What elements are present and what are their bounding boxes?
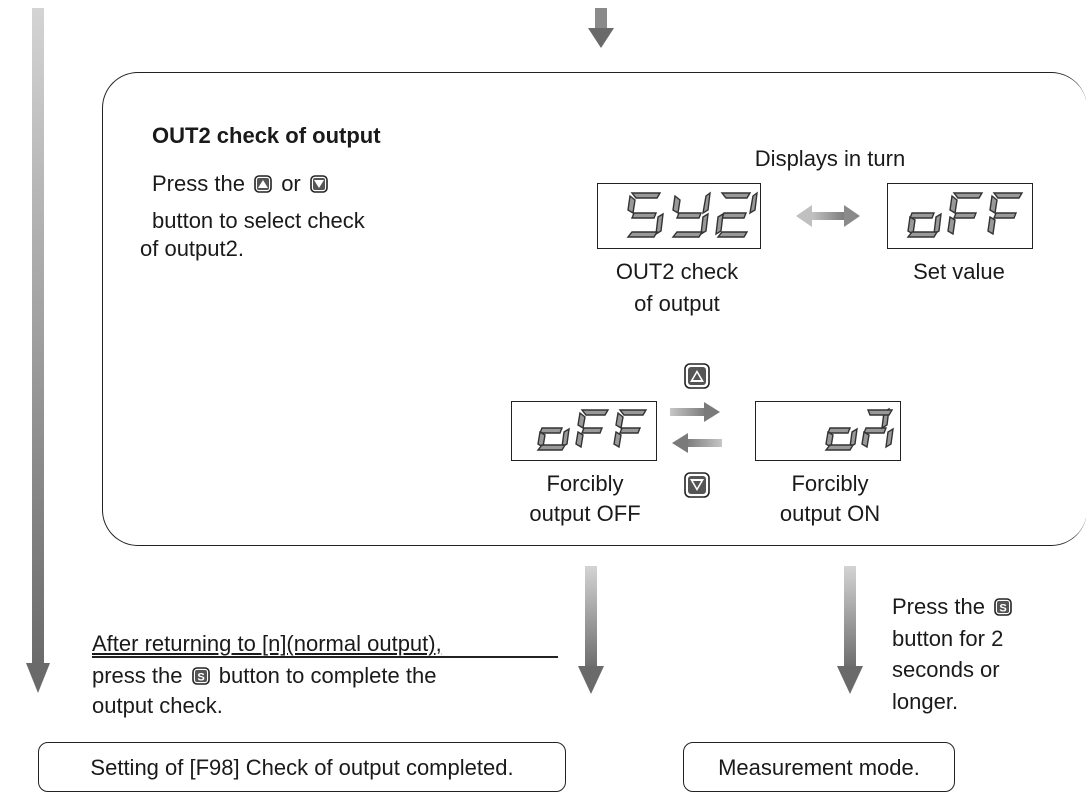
note-press-line: press the S button to complete the [92, 662, 436, 689]
up-button-icon [684, 363, 710, 389]
panel-instruction-line-2: button to select check [152, 208, 365, 233]
display-param-code [597, 183, 761, 249]
display-forced-off [511, 401, 657, 461]
svg-text:S: S [999, 603, 1006, 615]
flow-arrow-top [588, 8, 614, 48]
box-measurement-mode: Measurement mode. [683, 742, 955, 792]
instruction-text-or: or [281, 171, 301, 196]
out2-check-panel [102, 72, 1086, 546]
panel-instruction-line-3: of output2. [140, 236, 244, 261]
alternating-arrow [796, 205, 860, 227]
note-output-check: output check. [92, 693, 223, 718]
box-check-completed: Setting of [F98] Check of output complet… [38, 742, 566, 792]
s-button-icon: S [191, 667, 210, 685]
note-underline-bar [92, 656, 558, 658]
switch-on-arrow [670, 402, 720, 422]
note-return-normal: After returning to [n](normal output), [92, 631, 442, 656]
note-press-text-b: button to complete the [218, 663, 437, 688]
instruction-text-a: Press the [152, 171, 245, 196]
note-press-text-a: press the [92, 663, 183, 688]
down-button-icon [684, 472, 710, 498]
display-set-value [887, 183, 1033, 249]
note-press-s-text: Press the [892, 594, 985, 619]
display-param-label-1: OUT2 check [615, 259, 739, 284]
down-button-icon [310, 175, 328, 193]
forced-off-label-1: Forcibly [546, 471, 624, 496]
box-check-completed-text: Setting of [F98] Check of output complet… [90, 754, 514, 780]
s-button-icon: S [994, 598, 1012, 616]
displays-in-turn-label: Displays in turn [754, 146, 906, 171]
note-press-s-line-1: Press the S [892, 593, 1015, 620]
svg-text:S: S [197, 672, 204, 684]
note-press-s-line-4: longer. [892, 689, 959, 714]
forced-on-label-2: output ON [779, 501, 881, 526]
up-button-icon [254, 175, 272, 193]
forced-off-label-2: output OFF [529, 501, 641, 526]
panel-title: OUT2 check of output [152, 123, 381, 148]
note-press-s-line-2: button for 2 [892, 626, 1004, 651]
display-forced-on [755, 401, 901, 461]
flow-arrow-left [26, 8, 50, 693]
display-set-label: Set value [913, 259, 1005, 284]
panel-instruction-line-1: Press the or [152, 170, 331, 197]
display-param-label-2: of output [634, 291, 720, 316]
flow-arrow-right [837, 566, 863, 694]
forced-on-label-1: Forcibly [791, 471, 869, 496]
note-press-s-line-3: seconds or [892, 657, 1000, 682]
switch-off-arrow [672, 433, 722, 453]
box-measurement-mode-text: Measurement mode. [718, 754, 920, 780]
flow-arrow-middle [578, 566, 604, 694]
